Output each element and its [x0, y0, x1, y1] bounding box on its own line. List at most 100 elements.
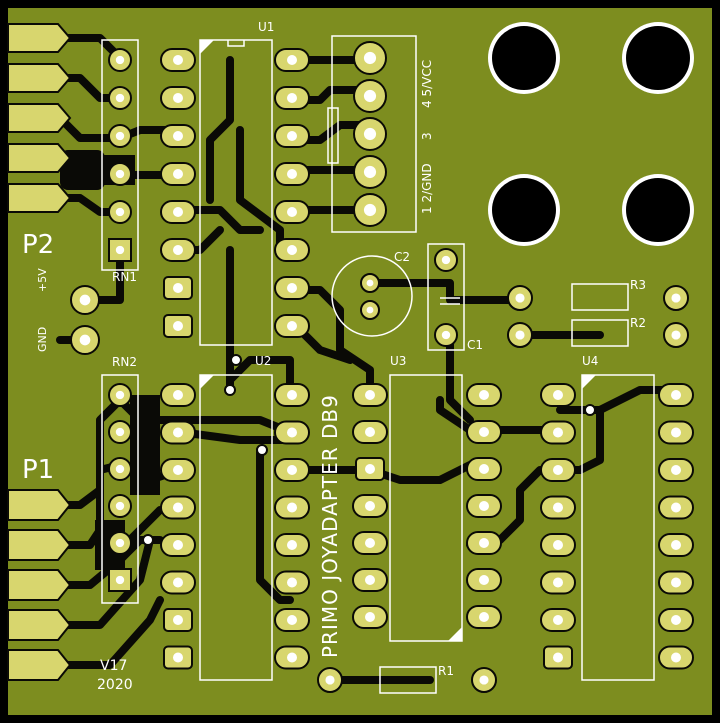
- u2-pad: [160, 383, 196, 407]
- u2-pad: [160, 495, 196, 520]
- label-p2: P2: [22, 230, 55, 260]
- u3-pad: [466, 568, 502, 592]
- connector-outline: [331, 35, 417, 233]
- u1-pad: [160, 124, 196, 148]
- via: [584, 404, 596, 416]
- label-conn-3: 3: [420, 132, 434, 140]
- u4-pad: [658, 420, 694, 445]
- u1-pad: [274, 314, 310, 338]
- rn1-pad: [108, 124, 132, 148]
- label-version: V17: [100, 658, 128, 674]
- u2-pad: [274, 420, 310, 445]
- u2-pad: [274, 645, 310, 670]
- u1-pad: [274, 238, 310, 262]
- header-pad: [353, 41, 387, 75]
- label-c1: C1: [467, 338, 484, 352]
- u1-pad: [160, 162, 196, 186]
- u2-pad: [274, 458, 310, 482]
- u1-pad: [274, 200, 310, 224]
- c1-outline: [427, 243, 465, 351]
- u4-pad: [658, 383, 694, 407]
- u3-pad: [352, 420, 388, 444]
- mounting-holes: [488, 22, 694, 246]
- power-pad-gnd: [70, 325, 100, 355]
- via: [224, 384, 236, 396]
- r1-pad: [317, 667, 343, 693]
- u2-pad: [160, 420, 196, 445]
- rn2-pad: [108, 494, 132, 518]
- u2-pad: [160, 458, 196, 482]
- label-u3: U3: [390, 354, 407, 368]
- label-c2: C2: [394, 250, 411, 264]
- r1-outline: [379, 666, 437, 694]
- u1-outline: [199, 39, 273, 346]
- u2-pad: [274, 495, 310, 520]
- u3-pad: [466, 531, 502, 555]
- rn1-pad: [108, 162, 132, 186]
- c2-pad: [360, 300, 380, 320]
- rn2-pad: [108, 568, 132, 592]
- pads: [70, 41, 694, 693]
- u3-pad: [352, 494, 388, 518]
- label-r2: R2: [630, 316, 646, 330]
- label-gnd: GND: [36, 326, 49, 352]
- rn2-pad: [108, 420, 132, 444]
- u2-pad: [160, 570, 196, 595]
- label-r3: R3: [630, 278, 646, 292]
- r2-pad: [663, 322, 689, 348]
- header-pad: [353, 79, 387, 113]
- u3-pad: [352, 605, 388, 629]
- u4-pad: [540, 570, 576, 595]
- u3-pad: [352, 568, 388, 592]
- c2-outline: [331, 255, 413, 337]
- u2-pad: [274, 533, 310, 557]
- label-year: 2020: [97, 677, 133, 693]
- label-u4: U4: [582, 354, 599, 368]
- u1-pad: [274, 124, 310, 148]
- u4-pad: [540, 458, 576, 482]
- u1-pad: [163, 314, 193, 338]
- u3-pad: [466, 494, 502, 518]
- u1-pad: [163, 276, 193, 300]
- c2-pad: [360, 273, 380, 293]
- u3-pad: [352, 531, 388, 555]
- rn2-pad: [108, 383, 132, 407]
- rn2-pad: [108, 457, 132, 481]
- u1-pad: [274, 162, 310, 186]
- label-p1: P1: [22, 455, 55, 485]
- u4-pad: [658, 608, 694, 632]
- u1-pad: [160, 86, 196, 110]
- header-pad: [353, 155, 387, 189]
- u1-pad: [160, 200, 196, 224]
- rn1-outline: [101, 39, 139, 271]
- u4-pad: [540, 420, 576, 445]
- r2-pad: [507, 322, 533, 348]
- r3-pad: [663, 285, 689, 311]
- rn2-pad: [108, 531, 132, 555]
- u4-pad: [658, 645, 694, 670]
- u4-pad: [658, 495, 694, 520]
- u1-pad: [274, 86, 310, 110]
- u4-pad: [543, 645, 573, 670]
- label-u2: U2: [255, 354, 272, 368]
- u2-pad: [274, 608, 310, 632]
- rn2-outline: [101, 374, 139, 604]
- header-pad: [353, 193, 387, 227]
- u2-pad: [163, 645, 193, 670]
- label-r1: R1: [438, 664, 454, 678]
- u3-pad: [466, 457, 502, 481]
- u4-outline: [581, 374, 655, 681]
- u4-pad: [658, 458, 694, 482]
- label-plus5v: +5V: [36, 268, 49, 292]
- r2-outline: [571, 319, 629, 347]
- pin1-markers: [200, 40, 596, 641]
- c1-pad: [434, 323, 458, 347]
- u4-pad: [540, 608, 576, 632]
- u4-pad: [658, 533, 694, 557]
- edge-connector-p2: [7, 23, 72, 213]
- power-pad-5v: [70, 285, 100, 315]
- header-pad: [353, 117, 387, 151]
- u4-pad: [540, 383, 576, 407]
